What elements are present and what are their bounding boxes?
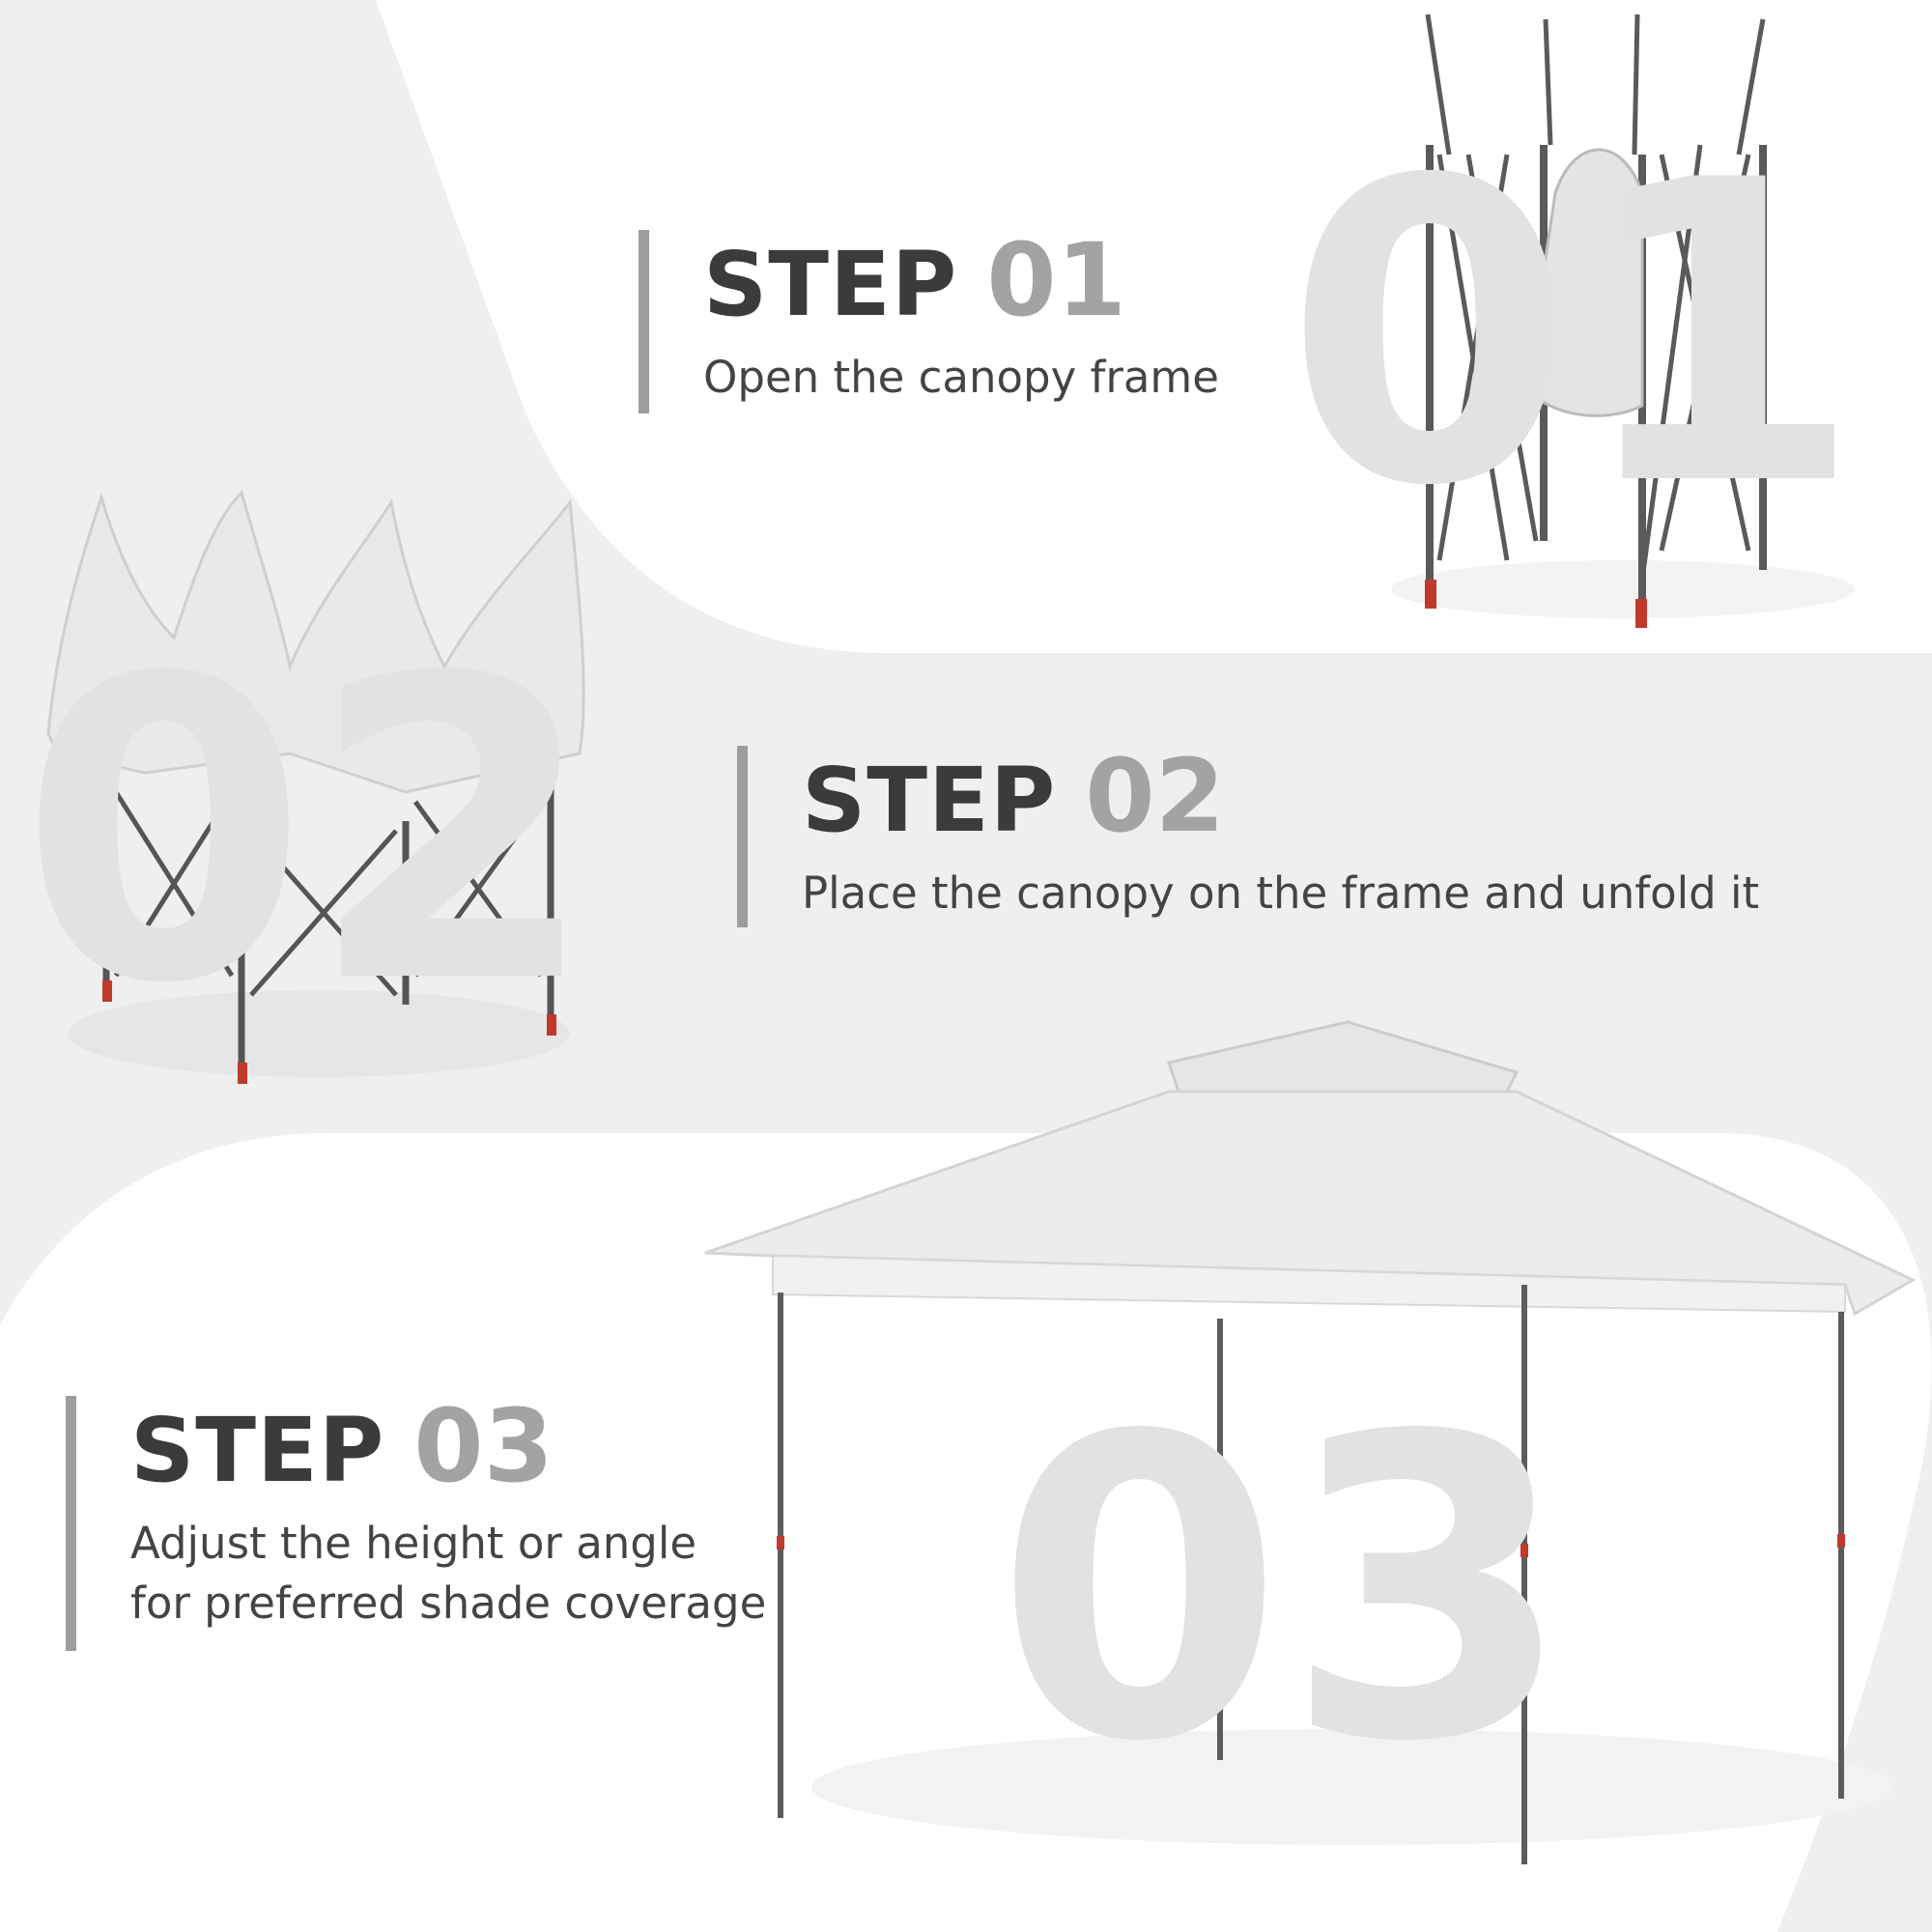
step-description: Open the canopy frame xyxy=(703,352,1219,403)
step-number: 02 xyxy=(1085,737,1226,855)
step-description-line: Adjust the height or angle xyxy=(130,1518,697,1569)
watermark-03: 03 xyxy=(995,1350,1573,1833)
step-description: Place the canopy on the frame and unfold… xyxy=(802,867,1760,919)
step-number: 01 xyxy=(986,221,1127,339)
step-label: STEP xyxy=(802,749,1057,852)
step-description: Adjust the height or angle for preferred… xyxy=(130,1514,766,1634)
folded-frame-image xyxy=(1391,14,1855,628)
canopy-on-frame-image xyxy=(46,490,585,1084)
step-label: STEP xyxy=(130,1399,385,1502)
step-number: 03 xyxy=(413,1387,554,1505)
open-canopy-image xyxy=(704,1020,1917,1864)
watermark-01: 01 xyxy=(1285,94,1862,577)
step-description-line: for preferred shade coverage xyxy=(130,1577,767,1629)
step-label: STEP xyxy=(703,233,958,336)
watermark-02: 02 xyxy=(19,591,597,1074)
